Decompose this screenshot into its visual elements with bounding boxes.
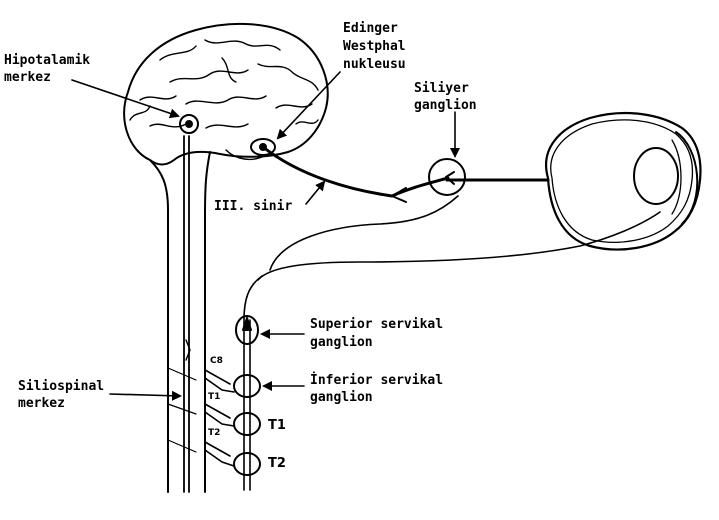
eye-lens xyxy=(633,147,679,205)
eye-sclera-inner xyxy=(550,119,694,243)
eye-cornea xyxy=(675,131,699,225)
brain-gyri xyxy=(129,39,319,129)
arrow-third-nerve xyxy=(305,180,326,205)
label-hipotalamik-line2: merkez xyxy=(4,70,51,85)
carotid-plexus-path xyxy=(243,275,263,491)
label-t1-small: T1 xyxy=(208,392,221,402)
c8-ramus xyxy=(204,369,235,393)
sympathetic-fiber-upper xyxy=(269,195,459,271)
label-siliyer-line1: Siliyer xyxy=(414,81,469,96)
label-siliospinal-line1: Siliospinal xyxy=(18,379,105,394)
label-inferior-line2: ganglion xyxy=(310,390,373,405)
label-superior-line2: ganglion xyxy=(310,335,373,350)
label-edinger-line3: nukleusu xyxy=(343,57,406,72)
label-edinger-line1: Edinger xyxy=(343,21,398,36)
label-superior-line1: Superior servikal xyxy=(310,317,444,332)
central-tract xyxy=(183,135,190,493)
sympathetic-fiber-lower xyxy=(257,211,661,281)
label-siliospinal-line2: merkez xyxy=(18,396,65,411)
hypothalamic-nucleus xyxy=(179,114,199,134)
edinger-westphal-nucleus xyxy=(250,138,276,156)
t2-ganglion xyxy=(233,452,261,476)
label-hipotalamik-line1: Hipotalamik xyxy=(4,53,91,68)
label-t2-small: T2 xyxy=(208,428,221,438)
label-siliyer-line2: ganglion xyxy=(414,98,477,113)
label-t2-big: T2 xyxy=(268,456,286,471)
ciliary-ganglion xyxy=(428,158,466,196)
inferior-cervical-ganglion xyxy=(233,374,261,398)
t1-ramus xyxy=(204,403,235,427)
eye-globe xyxy=(545,112,702,251)
label-inferior-line1: İnferior servikal xyxy=(310,373,444,388)
label-third-nerve: III. sinir xyxy=(214,199,293,214)
label-c8: C8 xyxy=(210,356,223,366)
arrow-hipotalamik xyxy=(71,79,180,119)
t1-ganglion xyxy=(233,412,261,436)
third-cranial-nerve xyxy=(261,145,450,198)
superior-cervical-ganglion xyxy=(235,315,259,345)
arrow-edinger xyxy=(276,71,341,140)
t2-ramus xyxy=(204,441,235,467)
spinal-cord xyxy=(149,151,211,493)
arrow-siliospinal xyxy=(109,390,182,401)
brain-outline xyxy=(123,22,329,166)
label-edinger-line2: Westphal xyxy=(343,39,406,54)
label-t1-big: T1 xyxy=(268,418,286,433)
